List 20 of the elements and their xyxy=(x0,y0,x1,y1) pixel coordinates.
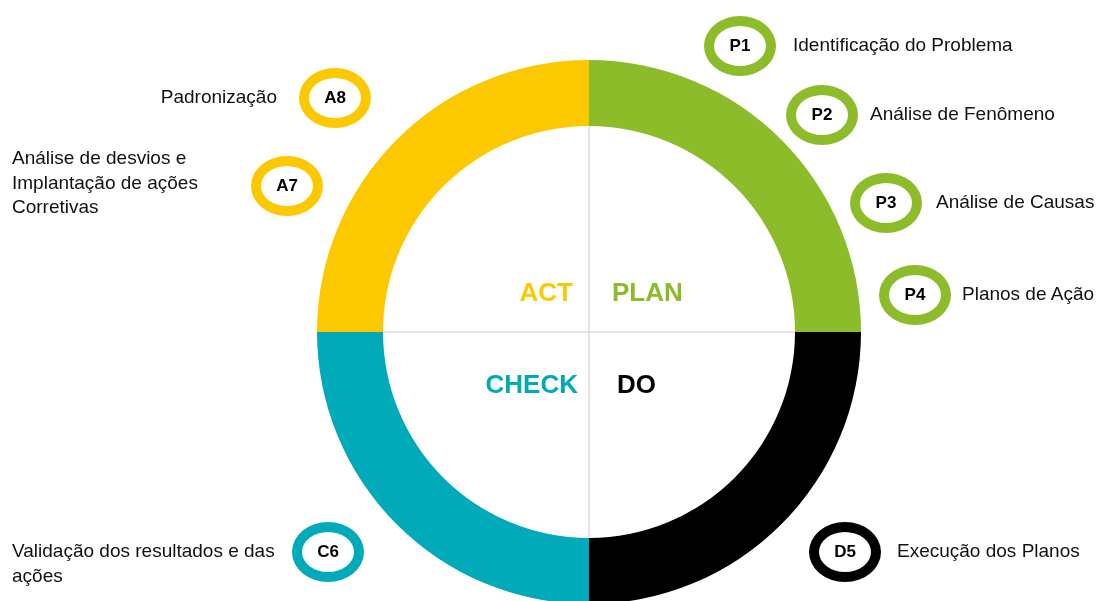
step-marker: A7 xyxy=(251,156,323,216)
phase-label: ACT xyxy=(519,277,573,308)
step-description: Validação dos resultados e das ações xyxy=(12,539,276,588)
step-marker: P3 xyxy=(850,173,922,233)
phase-label: PLAN xyxy=(612,277,683,308)
phase-label: CHECK xyxy=(485,369,578,400)
step-description: Análise de desvios e Implantação de ações Corretivas xyxy=(12,146,199,220)
step-description: Análise de Fenômeno xyxy=(870,102,1055,126)
step-description: Planos de Ação xyxy=(962,282,1095,306)
step-marker: P4 xyxy=(879,265,951,325)
step-marker: P2 xyxy=(786,85,858,145)
step-description: Análise de Causas xyxy=(936,190,1095,214)
step-description: Execução dos Planos xyxy=(897,539,1080,563)
step-marker: D5 xyxy=(809,522,881,582)
step-marker: A8 xyxy=(299,68,371,128)
step-description: Padronização xyxy=(160,85,277,109)
step-description: Identificação do Problema xyxy=(793,33,1013,57)
phase-label: DO xyxy=(617,369,656,400)
step-marker: C6 xyxy=(292,522,364,582)
step-marker: P1 xyxy=(704,16,776,76)
